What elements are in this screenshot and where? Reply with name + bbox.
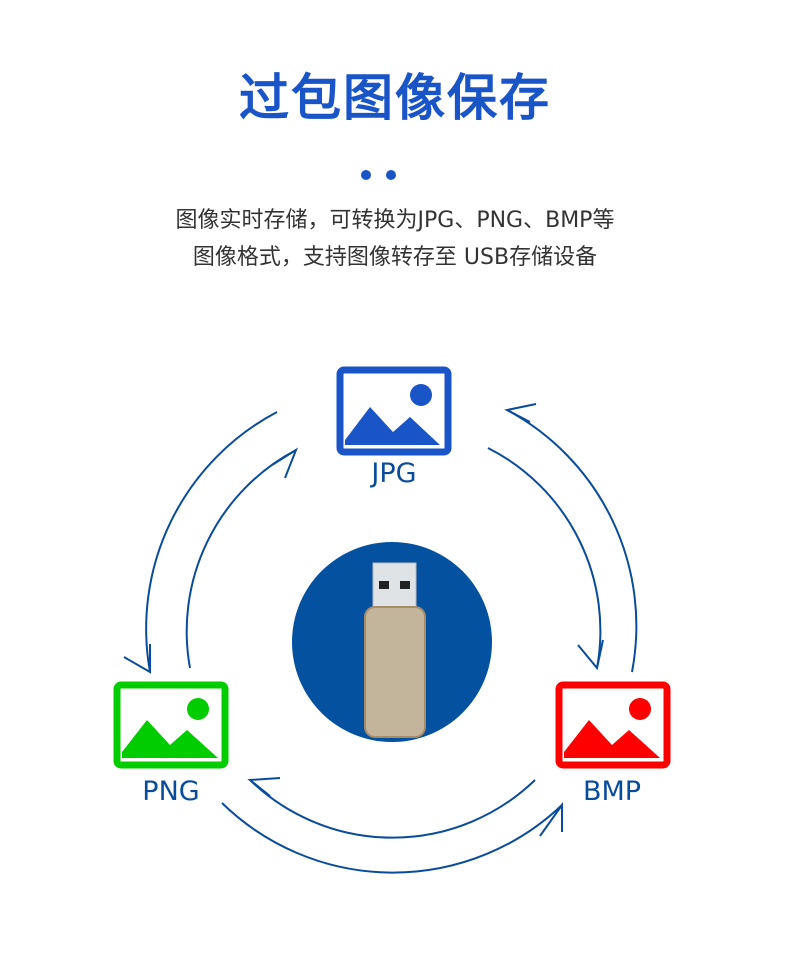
arc-arrow (185, 449, 297, 669)
divider-dots (361, 165, 411, 184)
arrowhead-icon (577, 639, 604, 671)
arrowhead-icon (539, 801, 563, 837)
arrowhead-icon (504, 403, 537, 423)
image-icon-bmp (555, 681, 671, 769)
description-line: 图像实时存储，可转换为JPG、PNG、BMP等 (175, 208, 615, 233)
format-label-png: PNG (142, 776, 200, 807)
arrowhead-icon (271, 447, 299, 479)
usb-drive-icon (364, 562, 426, 738)
format-label-jpg: JPG (371, 458, 417, 489)
arc-arrow (506, 409, 638, 673)
arc-arrow (145, 411, 278, 673)
format-label-bmp: BMP (582, 776, 642, 807)
arc-arrow (487, 447, 602, 669)
arrowhead-icon (247, 777, 281, 797)
page-title: 过包图像保存 (239, 69, 551, 127)
arc-arrow (249, 779, 536, 839)
arc-arrow (221, 802, 563, 874)
arrowhead-icon (123, 644, 151, 674)
image-icon-jpg (336, 366, 452, 456)
image-icon-png (113, 681, 229, 769)
description-line: 图像格式，支持图像转存至 USB存储设备 (192, 245, 598, 270)
description: 图像实时存储，可转换为JPG、PNG、BMP等 图像格式，支持图像转存至 USB… (0, 202, 790, 276)
